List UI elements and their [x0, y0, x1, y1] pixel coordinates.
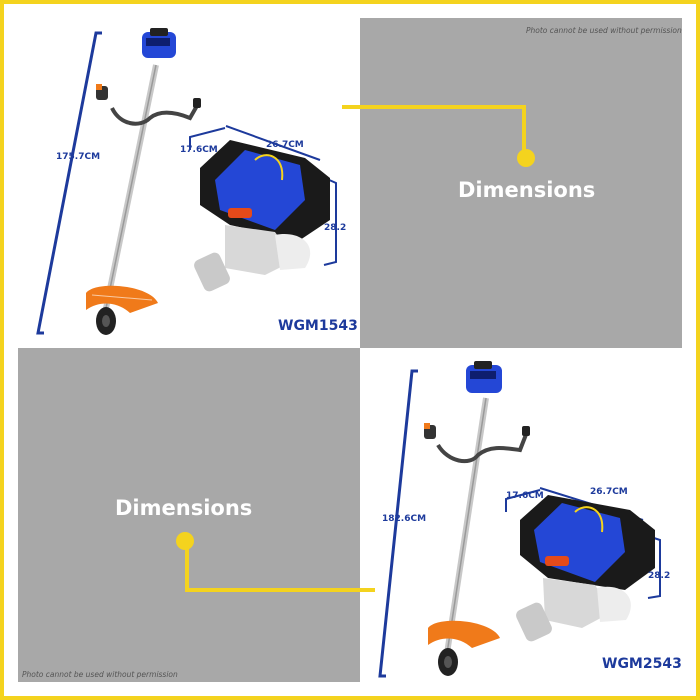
model-label-bottom: WGM2543 [602, 656, 682, 672]
engine-illustration-top [189, 125, 337, 292]
engine-width-label-top: 26.7CM [266, 140, 304, 150]
engine-illustration-bottom [505, 487, 661, 642]
engine-depth-label-top: 17.6CM [180, 145, 218, 155]
trimmer-illustration-bottom [378, 361, 530, 678]
permission-notice-top: Photo cannot be used without permission [526, 26, 682, 35]
connector-top [342, 105, 535, 167]
connector-bottom [176, 532, 375, 592]
engine-width-label-bottom: 26.7CM [590, 487, 628, 497]
dimensions-heading-bottom: Dimensions [115, 496, 253, 520]
panel-bottom-left [18, 348, 360, 682]
engine-height-label-top: 28.2 [324, 223, 347, 233]
length-label-bottom: 182.6CM [382, 514, 427, 524]
model-label-top: WGM1543 [278, 318, 358, 334]
length-label-top: 175.7CM [56, 152, 101, 162]
panel-top-right [360, 18, 682, 348]
dimensions-heading-top: Dimensions [458, 178, 596, 202]
engine-depth-label-bottom: 17.6CM [506, 491, 544, 501]
permission-notice-bottom: Photo cannot be used without permission [22, 670, 178, 679]
engine-height-label-bottom: 28.2 [648, 571, 671, 581]
trimmer-illustration-top [36, 28, 201, 335]
